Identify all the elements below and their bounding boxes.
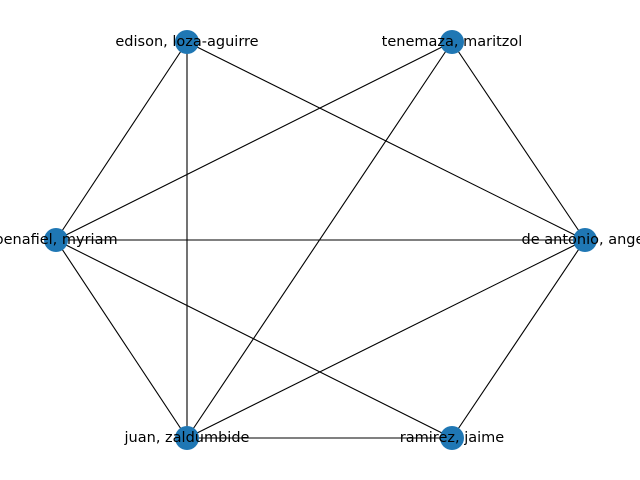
node-label-juan: juan, zaldumbide [124,430,250,446]
node-label-ramirez: ramirez, jaime [400,430,504,446]
node-label-penafiel: penafiel, myriam [0,232,118,248]
edge-deantonio-juan [186,239,586,439]
node-juan [175,426,199,450]
edge-deantonio-ramirez [451,239,586,439]
node-label-tenemaza: tenemaza, maritzol [382,34,523,50]
label-layer: edison, loza-aguirre tenemaza, maritzol pe… [0,34,640,446]
edge-edison-penafiel [55,41,188,241]
node-label-edison: edison, loza-aguirre [115,34,258,50]
edge-layer [55,41,586,439]
node-edison [175,30,199,54]
node-ramirez [440,426,464,450]
node-label-deantonio: de antonio, angel [522,232,640,248]
node-penafiel [44,228,68,252]
node-layer [44,30,597,450]
node-deantonio [573,228,597,252]
edge-tenemaza-deantonio [451,41,586,241]
edge-tenemaza-penafiel [55,41,453,241]
node-tenemaza [440,30,464,54]
edge-penafiel-ramirez [55,239,453,439]
edge-penafiel-juan [55,239,188,439]
